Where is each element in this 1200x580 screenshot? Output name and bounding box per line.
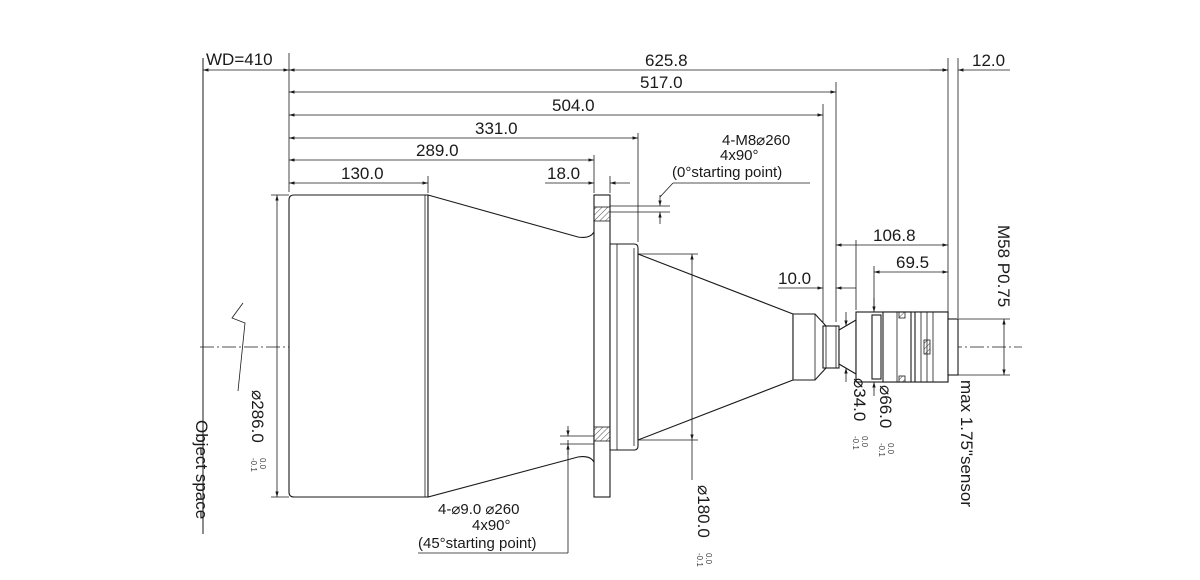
neck-ring	[822, 325, 840, 369]
thread-spec-label: M58 P0.75	[994, 225, 1013, 307]
length-69-label: 69.5	[896, 253, 929, 272]
length-331-label: 331.0	[475, 119, 518, 138]
taper-section	[427, 194, 595, 498]
wd-label: WD=410	[206, 50, 273, 69]
diameter-66-tol-lower: -0.1	[877, 443, 886, 457]
diameter-286-value: ⌀286.0	[248, 390, 267, 443]
length-289-label: 289.0	[416, 141, 459, 160]
diameter-34-tol-lower: -0.1	[851, 436, 860, 450]
object-space-label: Object space	[192, 420, 211, 519]
diameter-66-value: ⌀66.0	[876, 385, 895, 428]
length-106-label: 106.8	[873, 226, 916, 245]
diameter-180-tol-lower: -0.1	[695, 553, 704, 567]
length-504-label: 504.0	[552, 96, 595, 115]
length-130-label: 130.0	[341, 164, 384, 183]
sensor-size-label: max 1.75"sensor	[957, 380, 976, 507]
diameter-286-label: ⌀286.0 0.0 -0.1	[248, 390, 267, 472]
diameter-286-tol-upper: 0.0	[258, 458, 267, 470]
m8-callout-line3: (0°starting point)	[672, 164, 782, 181]
front-barrel	[288, 194, 429, 498]
diameter-286-tol-lower: -0.1	[249, 458, 258, 472]
length-18-label: 18.0	[547, 164, 580, 183]
diameter-34-tol-upper: 0.0	[860, 436, 869, 448]
diameter-66-tol-upper: 0.0	[886, 443, 895, 455]
length-517-label: 517.0	[640, 73, 683, 92]
thread-end	[947, 318, 959, 376]
mounting-hole-callout: 4-⌀9.0 ⌀260 4x90° (45°starting point)	[418, 426, 594, 554]
hole-callout-line1: 4-⌀9.0 ⌀260	[438, 501, 519, 518]
m8-callout-line2: 4x90°	[720, 147, 759, 164]
m8-callout-line1: 4-M8⌀260	[722, 132, 790, 149]
diameter-180-label: ⌀180.0 0.0 -0.1	[694, 485, 713, 567]
sensor-offset-label: 12.0	[972, 51, 1005, 70]
object-space-marker	[202, 58, 246, 534]
diameter-34-value: ⌀34.0	[850, 378, 869, 421]
diameter-dimensions	[271, 194, 1010, 498]
length-10-label: 10.0	[778, 269, 811, 288]
diameter-180-value: ⌀180.0	[694, 485, 713, 538]
mounting-flange	[593, 194, 611, 498]
horizontal-dimensions	[203, 53, 1010, 322]
hole-callout-line3: (45°starting point)	[418, 535, 537, 552]
diameter-180-tol-upper: 0.0	[704, 553, 713, 565]
total-length-label: 625.8	[645, 51, 688, 70]
diameter-66-label: ⌀66.0 0.0 -0.1	[876, 385, 895, 457]
m8-thread-callout: 4-M8⌀260 4x90° (0°starting point)	[610, 132, 810, 224]
rear-cone	[637, 253, 794, 441]
hole-callout-line2: 4x90°	[472, 517, 511, 534]
lens-body	[288, 194, 959, 498]
diameter-34-label: ⌀34.0 0.0 -0.1	[850, 378, 869, 450]
